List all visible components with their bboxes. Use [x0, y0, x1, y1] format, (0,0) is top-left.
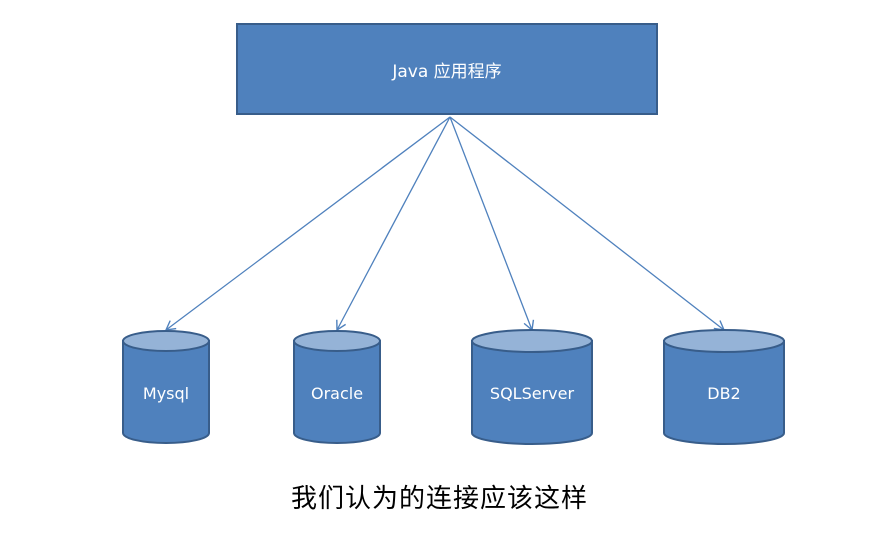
database-label-sqlserver: SQLServer [490, 384, 575, 403]
arrow-to-db2 [449, 116, 726, 331]
database-label-oracle: Oracle [311, 384, 363, 403]
database-cylinder-db2: DB2 [663, 329, 785, 445]
database-label-mysql: Mysql [143, 384, 189, 403]
java-application-box: Java 应用程序 [236, 23, 658, 115]
arrow-to-mysql [164, 116, 451, 331]
database-label-db2: DB2 [707, 384, 740, 403]
database-cylinder-oracle: Oracle [293, 330, 381, 444]
database-cylinder-sqlserver: SQLServer [471, 329, 593, 445]
diagram-caption: 我们认为的连接应该这样 [290, 484, 588, 514]
java-application-label: Java 应用程序 [392, 61, 502, 82]
arrow-to-oracle [336, 116, 451, 332]
database-cylinder-mysql: Mysql [122, 330, 210, 444]
arrow-to-sqlserver [449, 116, 535, 332]
